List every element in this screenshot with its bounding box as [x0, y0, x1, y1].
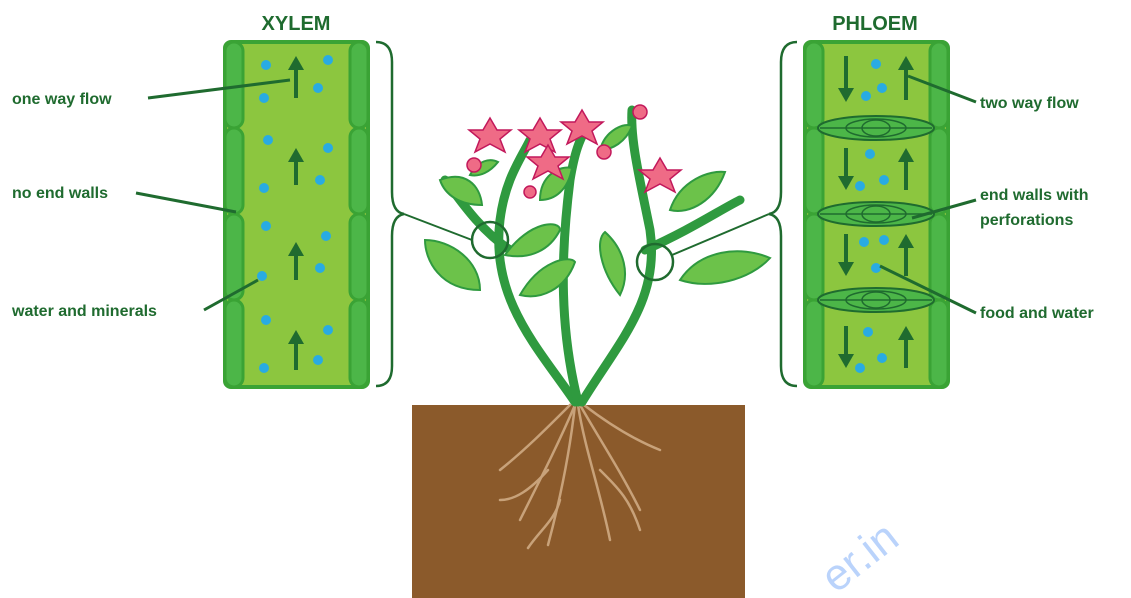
xylem-panel: XYLEM — [11, 13, 404, 387]
svg-text:food and water: food and water — [980, 305, 1094, 322]
phloem-panel: PHLOEM — [769, 13, 1094, 387]
svg-text:perforations: perforations — [980, 212, 1073, 229]
phloem-bracket — [769, 42, 797, 386]
phloem-title: PHLOEM — [832, 13, 918, 35]
xylem-label-no-end-walls: no end walls — [12, 185, 236, 212]
plant-illustration — [404, 105, 770, 598]
svg-text:end walls with: end walls with — [980, 187, 1088, 204]
svg-text:no end walls: no end walls — [12, 185, 108, 202]
soil — [412, 405, 745, 598]
xylem-bracket — [376, 42, 404, 386]
svg-text:two way flow: two way flow — [980, 95, 1079, 112]
xylem-label-water-and-minerals: water and minerals — [11, 280, 258, 320]
watermark-text: er.in — [812, 512, 908, 598]
xylem-tube — [225, 42, 368, 387]
svg-text:water and minerals: water and minerals — [11, 303, 157, 320]
stems — [445, 110, 740, 402]
xylem-title: XYLEM — [262, 13, 331, 35]
svg-text:one way flow: one way flow — [12, 91, 112, 108]
